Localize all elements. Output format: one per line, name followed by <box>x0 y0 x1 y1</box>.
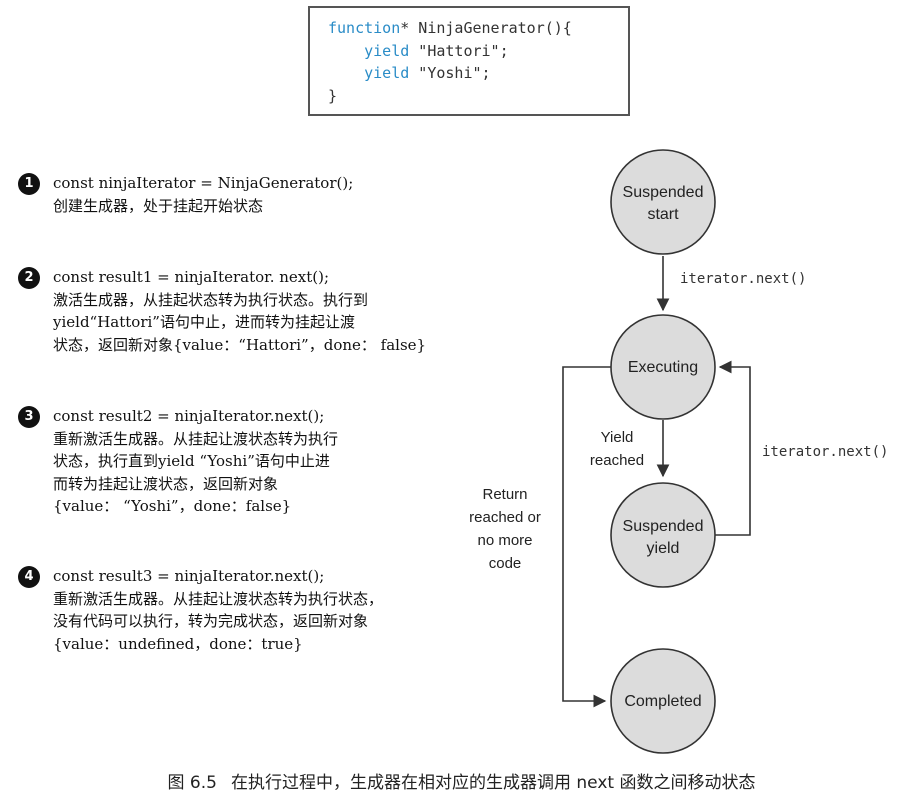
code-line: function* NinjaGenerator(){ <box>328 19 572 37</box>
code-line: yield "Yoshi"; <box>328 64 491 82</box>
edge-label-next-2: iterator.next() <box>762 444 888 460</box>
state-label: Completed <box>624 693 701 710</box>
edge-executing-to-completed <box>562 366 612 708</box>
figure-caption: 图 6.5 在执行过程中，生成器在相对应的生成器调用 next 函数之间移动状态 <box>0 768 923 793</box>
edge-label-return: code <box>489 555 522 572</box>
figure-number: 图 6.5 <box>167 773 217 793</box>
state-suspended-start <box>610 149 716 255</box>
step-number-badge: 3 <box>18 406 40 428</box>
state-executing <box>610 314 716 420</box>
code-line: yield "Hattori"; <box>328 41 509 60</box>
code-box: function* NinjaGenerator(){ yield "Hatto… <box>308 6 630 116</box>
edge-label-yield: Yield <box>601 429 634 446</box>
edge-label-return: Return <box>482 486 527 503</box>
figure-caption-text: 在执行过程中，生成器在相对应的生成器调用 next 函数之间移动状态 <box>230 773 756 793</box>
state-label: yield <box>647 540 680 557</box>
step-number-badge: 1 <box>18 173 40 195</box>
state-label: Suspended <box>623 184 704 201</box>
step-number-badge: 2 <box>18 267 40 289</box>
state-label: start <box>647 206 679 223</box>
state-label: Suspended <box>623 518 704 535</box>
code-line: } <box>328 86 338 105</box>
edge-label-return: no more <box>477 532 532 549</box>
state-completed <box>610 648 716 754</box>
edge-yield-to-executing <box>713 360 751 536</box>
edge-label-return: reached or <box>469 509 541 526</box>
edge-label-next-1: iterator.next() <box>680 271 806 287</box>
step-number-badge: 4 <box>18 566 40 588</box>
edge-label-yield: reached <box>590 452 644 469</box>
step-text: const result2 = ninjaIterator.next(); 重新… <box>53 407 339 515</box>
state-suspended-yield <box>610 482 716 588</box>
state-label: Executing <box>628 359 698 376</box>
step-text: const ninjaIterator = NinjaGenerator(); … <box>53 174 354 215</box>
step-text: const result3 = ninjaIterator.next(); 重新… <box>53 567 384 653</box>
step-text: const result1 = ninjaIterator. next(); 激… <box>53 268 427 354</box>
